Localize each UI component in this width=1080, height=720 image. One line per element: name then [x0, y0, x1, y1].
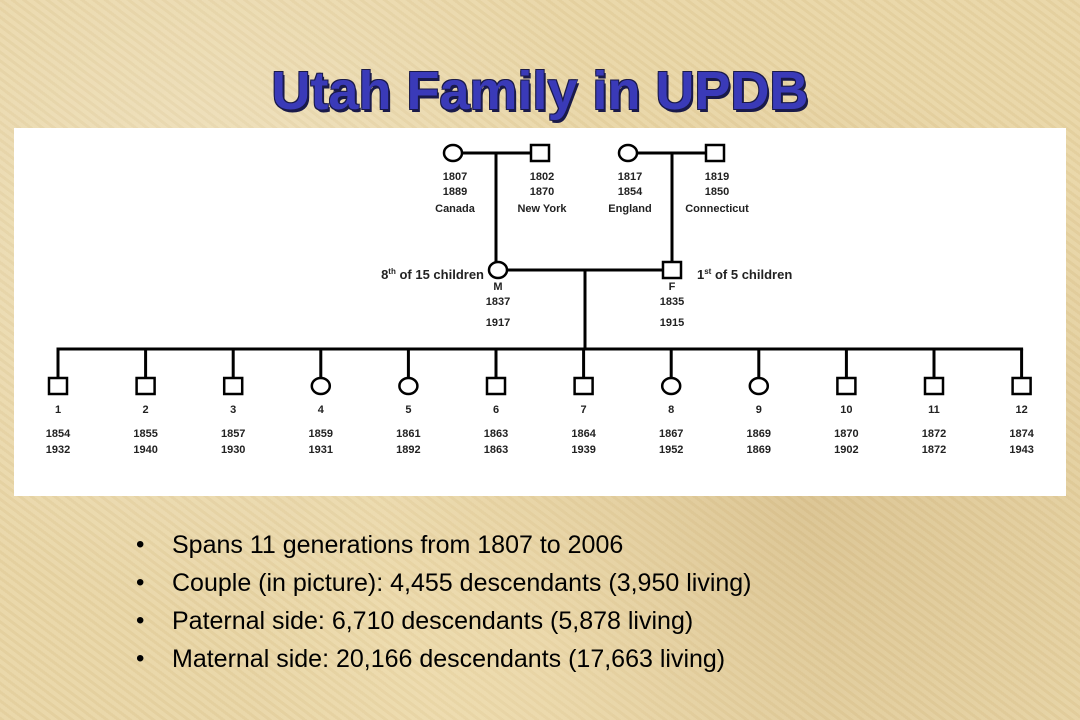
child-number: 7 [581, 404, 587, 416]
daughter-symbol [398, 376, 419, 396]
birth-year: 1855 [133, 428, 157, 440]
death-year: 1872 [922, 444, 946, 456]
birthplace: New York [517, 203, 567, 215]
birth-year: 1864 [571, 428, 596, 440]
summary-item: Maternal side: 20,166 descendants (17,66… [136, 640, 752, 678]
child-number: 1 [55, 404, 61, 416]
grandmother-symbol [617, 143, 639, 163]
death-year: 1930 [221, 444, 245, 456]
child-number: 2 [143, 404, 149, 416]
death-year: 1940 [133, 444, 157, 456]
birth-year: 1817 [618, 171, 642, 183]
death-year: 1854 [618, 186, 643, 198]
birth-year: 1863 [484, 428, 508, 440]
son-symbol [135, 376, 156, 396]
son-symbol [222, 376, 244, 396]
death-year: 1892 [396, 444, 420, 456]
birth-year: 1872 [922, 428, 946, 440]
death-year: 1943 [1009, 444, 1033, 456]
child-number: 12 [1015, 404, 1027, 416]
death-year: 1850 [705, 186, 729, 198]
son-symbol [573, 376, 594, 396]
death-year: 1917 [486, 317, 510, 329]
summary-item: Couple (in picture): 4,455 descendants (… [136, 564, 752, 602]
mother-birth-order-note: 8th of 15 children [381, 267, 484, 282]
summary-item: Spans 11 generations from 1807 to 2006 [136, 526, 752, 564]
birth-year: 1837 [486, 296, 510, 308]
child-number: 11 [928, 404, 940, 416]
birth-year: 1802 [530, 171, 554, 183]
summary-item: Paternal side: 6,710 descendants (5,878 … [136, 602, 752, 640]
child-number: 9 [756, 404, 762, 416]
death-year: 1939 [571, 444, 595, 456]
birth-year: 1870 [834, 428, 858, 440]
birth-year: 1819 [705, 171, 729, 183]
child-number: 5 [405, 404, 411, 416]
birth-year: 1835 [660, 296, 684, 308]
father-label: F [669, 281, 676, 293]
death-year: 1932 [46, 444, 70, 456]
father-birth-order-note: 1st of 5 children [697, 267, 792, 282]
birth-year: 1861 [396, 428, 420, 440]
child-number: 10 [840, 404, 852, 416]
birthplace: England [608, 203, 651, 215]
birth-year: 1854 [46, 428, 71, 440]
birthplace: Canada [435, 203, 476, 215]
child-number: 3 [230, 404, 236, 416]
son-symbol [1011, 376, 1032, 396]
page-title: Utah Family in UPDB [271, 61, 809, 121]
birth-year: 1869 [747, 428, 771, 440]
death-year: 1863 [484, 444, 508, 456]
birth-year: 1857 [221, 428, 245, 440]
grandmother-symbol [442, 143, 464, 163]
death-year: 1870 [530, 186, 554, 198]
grandfather-symbol [704, 143, 726, 163]
death-year: 1931 [309, 444, 333, 456]
birth-year: 1867 [659, 428, 683, 440]
grandfather-symbol [529, 143, 551, 163]
summary-list: Spans 11 generations from 1807 to 2006 C… [136, 526, 752, 678]
daughter-symbol [310, 376, 332, 396]
son-symbol [836, 376, 857, 396]
death-year: 1902 [834, 444, 858, 456]
daughter-symbol [660, 376, 682, 396]
mother-symbol [487, 260, 509, 280]
child-number: 4 [318, 404, 325, 416]
mother-label: M [493, 281, 502, 293]
son-symbol [923, 376, 945, 396]
birthplace: Connecticut [685, 203, 749, 215]
birth-year: 1807 [443, 171, 467, 183]
death-year: 1952 [659, 444, 683, 456]
son-symbol [47, 376, 69, 396]
daughter-symbol [748, 376, 770, 396]
child-number: 8 [668, 404, 674, 416]
birth-year: 1874 [1009, 428, 1034, 440]
birth-year: 1859 [309, 428, 333, 440]
death-year: 1869 [747, 444, 771, 456]
father-symbol [661, 260, 683, 280]
death-year: 1915 [660, 317, 684, 329]
death-year: 1889 [443, 186, 467, 198]
child-number: 6 [493, 404, 499, 416]
son-symbol [485, 376, 507, 396]
